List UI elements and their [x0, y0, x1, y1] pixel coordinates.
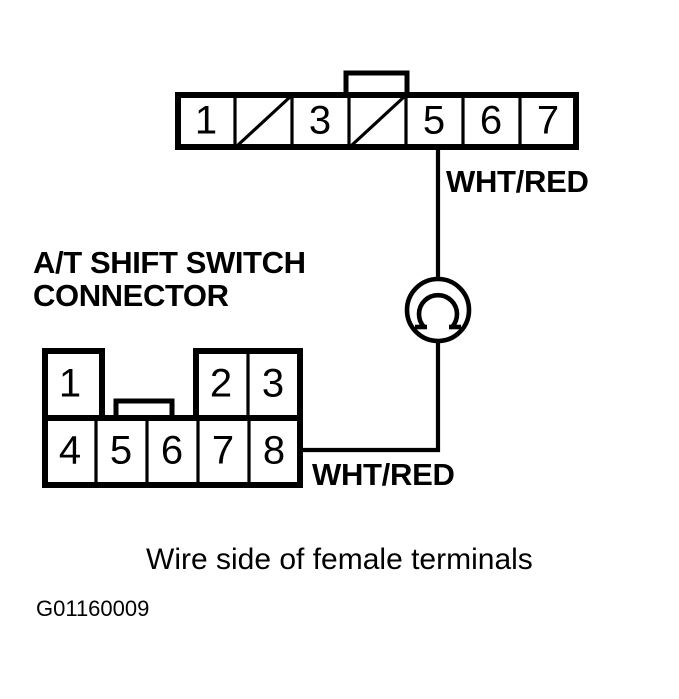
wire-color-label-bottom: WHT/RED	[312, 457, 455, 492]
connector-title-line-2: CONNECTOR	[33, 277, 229, 313]
top-connector-pin-3-label: 3	[309, 99, 331, 143]
bottom-connector-pin-8-label: 8	[263, 429, 285, 473]
bottom-connector-group: 1 2 3 4 5 6 7 8	[42, 348, 303, 488]
ohmmeter-circle	[404, 276, 472, 344]
bottom-connector-pin-7-label: 7	[212, 429, 234, 473]
bottom-connector-bottom-row-body	[42, 415, 303, 488]
top-connector-pin-4-blank-slash-icon	[350, 95, 406, 147]
top-connector-group: 1 3 5 6 7	[175, 70, 579, 150]
bottom-connector-pin-6-label: 6	[161, 429, 183, 473]
connector-title-line-1: A/T SHIFT SWITCH	[33, 245, 306, 280]
ohmmeter-symbol	[404, 276, 472, 344]
bottom-connector-pin-3-label: 3	[262, 362, 284, 406]
top-connector-pin-7-label: 7	[537, 99, 559, 143]
bottom-connector-latch-notch-icon	[113, 398, 175, 419]
omega-ohm-symbol-icon	[416, 292, 460, 329]
bottom-connector-pin-1-label: 1	[59, 362, 81, 406]
bottom-connector-pin-2-label: 2	[210, 362, 232, 406]
bottom-connector-pin-4-label: 4	[59, 429, 81, 473]
top-connector-pin-6-label: 6	[480, 99, 502, 143]
wire-bottom-segment	[300, 341, 441, 453]
top-connector-pin-1-label: 1	[195, 99, 217, 143]
top-connector-pin-2-blank-slash-icon	[236, 95, 292, 147]
top-connector-latch-tab-icon	[343, 70, 410, 93]
top-connector-pin-5-label: 5	[423, 99, 445, 143]
figure-caption: Wire side of female terminals	[146, 543, 533, 576]
bottom-connector-pin-5-label: 5	[110, 429, 132, 473]
wire-color-label-top: WHT/RED	[446, 164, 589, 199]
figure-code: G01160009	[36, 596, 150, 621]
